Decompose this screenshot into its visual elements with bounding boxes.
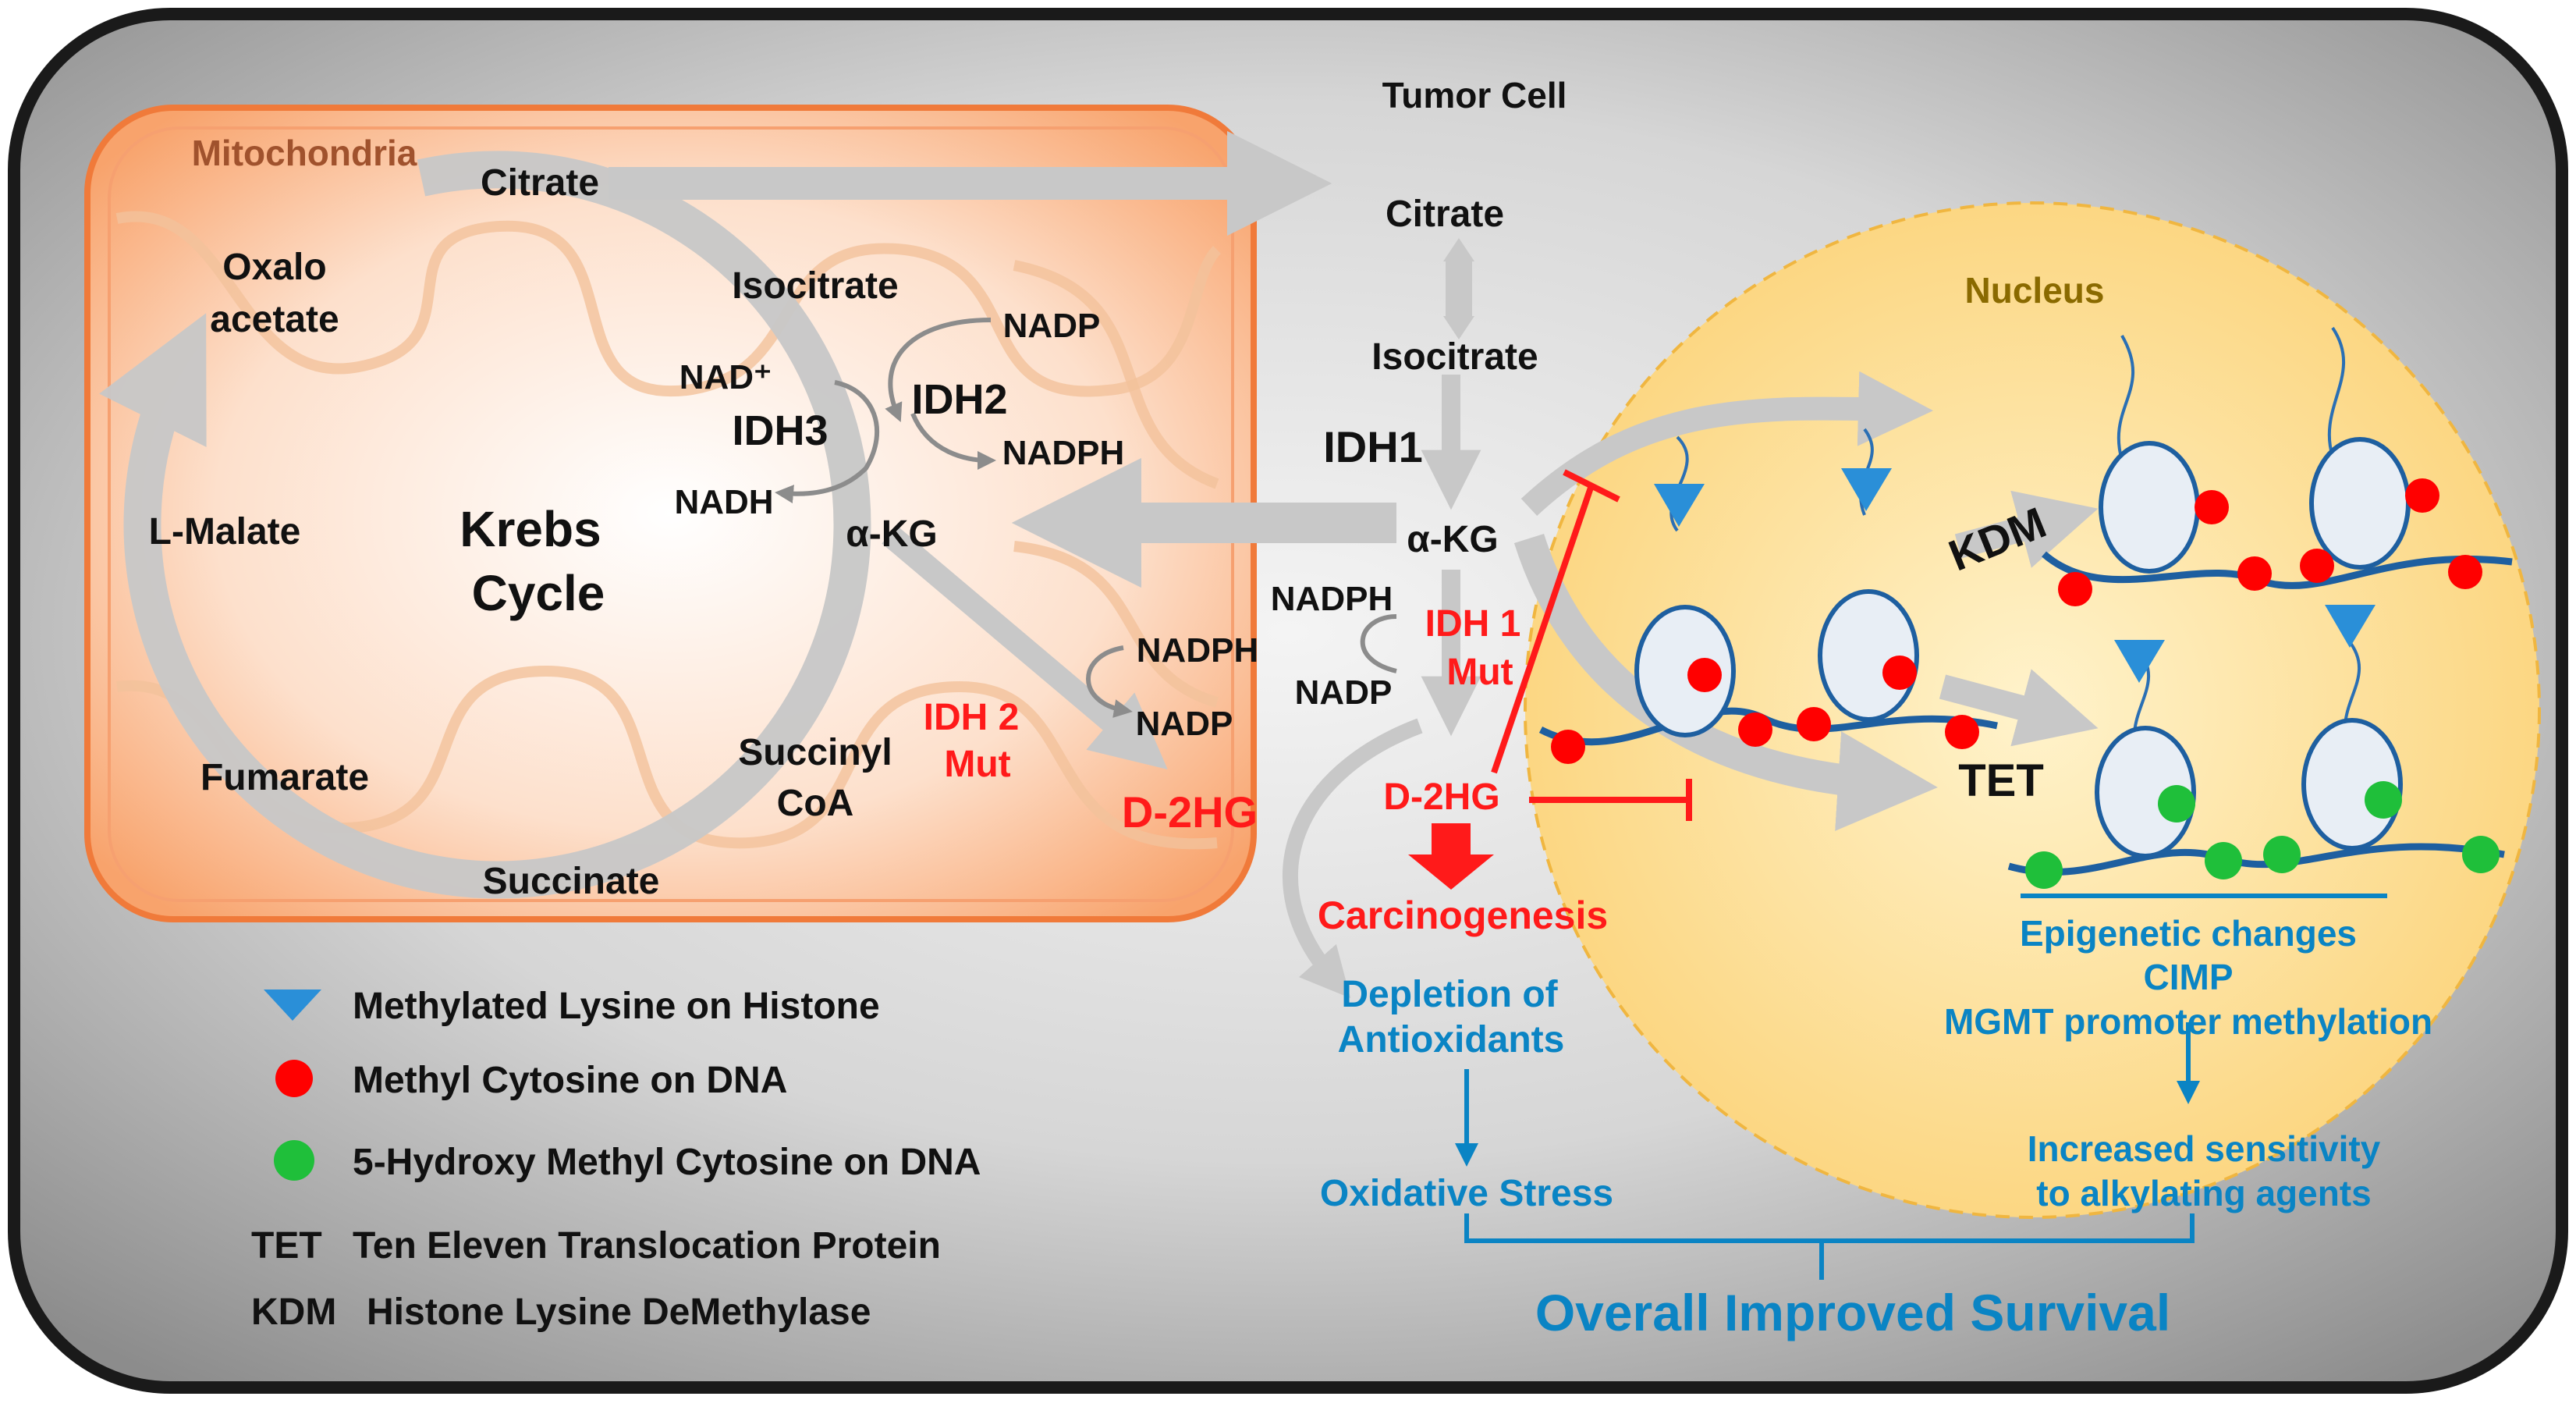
label-nadp-mito: NADP [1003, 307, 1101, 345]
label-mgmt: MGMT promoter methylation [1944, 1001, 2432, 1042]
label-overall-survival: Overall Improved Survival [1535, 1284, 2170, 1341]
legend-tet-abbr: TET [251, 1225, 322, 1267]
legend-hydroxy-methyl-cytosine: 5-Hydroxy Methyl Cytosine on DNA [353, 1142, 981, 1183]
label-oxalo: Oxalo [222, 247, 326, 288]
label-idh1: IDH1 [1323, 422, 1423, 471]
krebs-cycle-arrow [99, 151, 871, 899]
label-nadp-mut: NADP [1136, 705, 1233, 743]
chromatin-hydroxymethylated [2007, 605, 2505, 889]
label-idh1-mut-1: IDH 1 [1425, 603, 1521, 645]
label-acetate: acetate [210, 299, 339, 340]
label-idh2-mut-1: IDH 2 [924, 697, 1020, 738]
label-coa: CoA [777, 783, 854, 824]
legend-green-dot-icon [274, 1140, 314, 1181]
outcome-arrows [1455, 894, 2387, 1280]
label-citrate-mito: Citrate [481, 162, 599, 204]
label-succinate: Succinate [483, 861, 660, 902]
label-nucleus: Nucleus [1965, 270, 2105, 311]
label-citrate-cyto: Citrate [1386, 194, 1504, 235]
chromatin-methylated [1538, 326, 2513, 764]
legend-triangle-icon [264, 990, 321, 1021]
label-idh2: IDH2 [911, 376, 1007, 423]
label-isocitrate-cyto: Isocitrate [1371, 336, 1538, 378]
legend-tet-full: Ten Eleven Translocation Protein [353, 1225, 941, 1267]
legend-red-dot-icon [275, 1060, 313, 1097]
label-succinyl: Succinyl [738, 732, 892, 773]
legend-kdm-abbr: KDM [251, 1292, 336, 1333]
label-nadp-cyto: NADP [1295, 673, 1393, 712]
label-akg-cyto: α-KG [1407, 519, 1499, 560]
label-sensitivity-2: to alkylating agents [2036, 1173, 2371, 1213]
label-isocitrate-mito: Isocitrate [732, 265, 898, 307]
cofactor-arrows [775, 318, 1397, 718]
label-cycle: Cycle [472, 565, 605, 621]
label-nadph-mut: NADPH [1137, 631, 1258, 670]
legend-kdm-full: Histone Lysine DeMethylase [367, 1292, 871, 1333]
label-nadph-mito: NADPH [1002, 434, 1124, 472]
legend-methylated-lysine: Methylated Lysine on Histone [353, 986, 880, 1027]
label-l-malate: L-Malate [149, 511, 301, 552]
label-krebs: Krebs [459, 501, 601, 557]
d2hg-inhibition-marks [1491, 469, 1692, 821]
label-nadph-cyto: NADPH [1271, 580, 1393, 618]
carcinogenesis-arrow [1408, 823, 1494, 890]
label-depletion-2: Antioxidants [1338, 1019, 1565, 1061]
label-idh2-mut-2: Mut [944, 744, 1010, 785]
label-idh3: IDH3 [732, 407, 828, 454]
label-cimp: CIMP [2144, 957, 2234, 997]
label-mitochondria: Mitochondria [192, 133, 417, 173]
label-d2hg-mito: D-2HG [1122, 787, 1258, 837]
label-oxidative-stress: Oxidative Stress [1320, 1173, 1613, 1214]
label-nadh: NADH [674, 483, 773, 521]
label-epigenetic: Epigenetic changes [2020, 913, 2357, 954]
label-carcinogenesis: Carcinogenesis [1318, 894, 1608, 937]
label-sensitivity-1: Increased sensitivity [2028, 1128, 2381, 1169]
label-fumarate: Fumarate [200, 757, 369, 798]
label-tet: TET [1958, 755, 2044, 806]
label-depletion-1: Depletion of [1341, 974, 1558, 1015]
label-akg-mito: α-KG [846, 513, 938, 555]
label-d2hg-cyto: D-2HG [1383, 776, 1499, 818]
label-nad-plus: NAD⁺ [679, 358, 772, 396]
label-tumor-cell: Tumor Cell [1382, 75, 1567, 115]
legend-methyl-cytosine: Methyl Cytosine on DNA [353, 1060, 787, 1101]
label-idh1-mut-2: Mut [1446, 652, 1513, 693]
